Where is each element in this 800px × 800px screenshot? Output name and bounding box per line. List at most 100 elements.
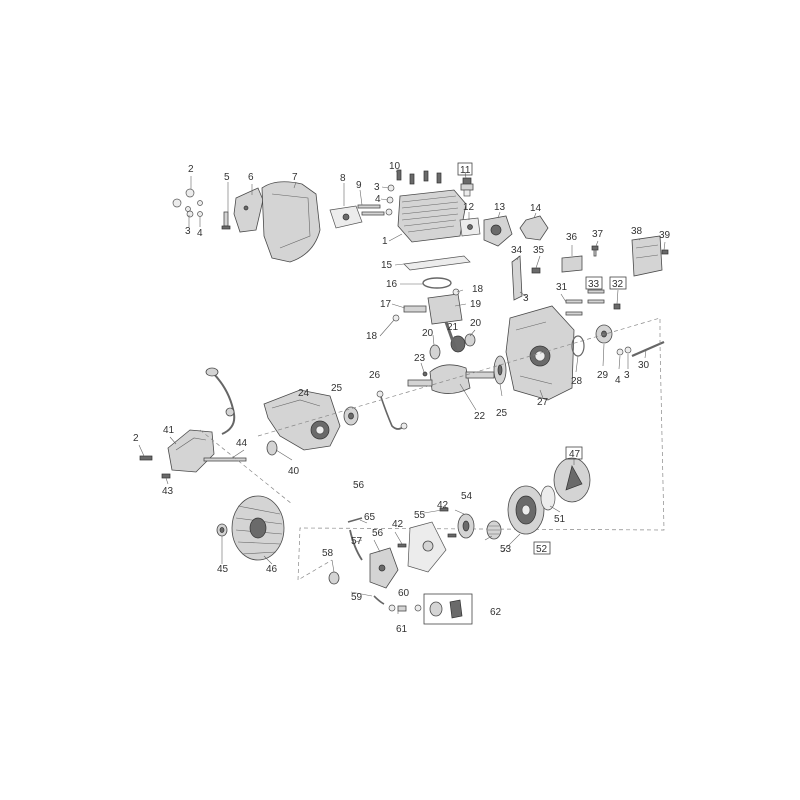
part-handle-41 <box>167 429 215 473</box>
callout-label: 4 <box>375 194 381 205</box>
callout-label: 7 <box>292 172 298 183</box>
callout-label: 51 <box>554 514 566 525</box>
part-cable-26 <box>376 390 408 430</box>
callout-label: 11 <box>460 165 471 176</box>
callout-label: 25 <box>496 408 508 419</box>
callout-label: 6 <box>248 172 254 183</box>
box-callout-52 <box>533 541 551 555</box>
callout-label: 10 <box>389 161 401 172</box>
part-screw-2-left <box>139 455 153 461</box>
callout-label: 57 <box>351 536 363 547</box>
callout-label: 42 <box>392 519 404 530</box>
callout-label: 16 <box>386 279 398 290</box>
part-intake-13 <box>483 215 513 247</box>
part-rod-44 <box>203 457 247 462</box>
callout-label: 26 <box>369 370 381 381</box>
callout-label: 3 <box>624 370 630 381</box>
part-clip-34 <box>511 255 523 301</box>
callout-label: 47 <box>569 449 581 460</box>
callout-label: 1 <box>382 236 388 247</box>
part-hose-59 <box>373 595 385 605</box>
callout-label: 65 <box>364 512 376 523</box>
part-nuts-4-3-right <box>616 346 632 356</box>
callout-label: 56 <box>372 528 384 539</box>
callout-label: 4 <box>197 228 203 239</box>
callout-label: 43 <box>162 486 174 497</box>
callout-label: 20 <box>470 318 482 329</box>
callout-label: 4 <box>615 375 621 386</box>
part-flywheel-46 <box>231 495 285 561</box>
part-plate-38 <box>631 235 663 277</box>
callout-label: 60 <box>398 588 410 599</box>
part-piston-19 <box>427 293 463 325</box>
part-ring-16 <box>422 277 452 289</box>
part-bracket-6 <box>233 187 264 233</box>
callout-label: 53 <box>500 544 512 555</box>
callout-label: 25 <box>331 383 343 394</box>
part-carburetor-24 <box>263 389 341 451</box>
assembly-dash-line-2 <box>199 429 293 505</box>
callout-label: 29 <box>597 370 609 381</box>
callout-label: 30 <box>638 360 650 371</box>
callout-label: 46 <box>266 564 278 575</box>
callout-label: 34 <box>511 245 523 256</box>
callout-label: 39 <box>659 230 671 241</box>
callout-label: 33 <box>588 279 600 290</box>
part-gasket-15 <box>403 255 471 271</box>
part-hose-57 <box>349 529 363 561</box>
callout-label: 15 <box>381 260 393 271</box>
part-screw-5 <box>221 211 231 230</box>
callout-label: 27 <box>537 397 549 408</box>
box-callout-33 <box>585 276 603 290</box>
callout-label: 56 <box>353 480 365 491</box>
part-seal-25-right <box>493 355 507 385</box>
part-screw-39 <box>661 249 669 255</box>
assembly-dash-line <box>257 317 665 581</box>
callout-label: 8 <box>340 173 346 184</box>
callout-label: 38 <box>631 226 643 237</box>
part-cover-55 <box>407 521 447 573</box>
part-screw-32 <box>613 303 621 310</box>
part-washer-29 <box>595 324 613 344</box>
callout-label: 12 <box>463 202 475 213</box>
callout-label: 5 <box>224 172 230 183</box>
callout-label: 61 <box>396 624 408 635</box>
callout-label: 31 <box>556 282 568 293</box>
part-nut-45 <box>216 523 228 537</box>
callout-label: 19 <box>470 299 482 310</box>
part-clips-18 <box>392 288 460 322</box>
part-oil-pump-56 <box>369 547 399 589</box>
part-gasket-12 <box>459 217 481 237</box>
part-spark-plug-11 <box>460 177 474 197</box>
part-crankshaft-22 <box>407 321 495 394</box>
part-cylinder-1 <box>397 189 467 243</box>
part-washers-2-3-4 <box>172 188 203 218</box>
callout-label: 20 <box>422 328 434 339</box>
callout-label: 42 <box>437 500 449 511</box>
callout-label: 45 <box>217 564 229 575</box>
callout-label: 17 <box>380 299 392 310</box>
part-bearing-53 <box>486 520 502 540</box>
part-filter-14 <box>519 215 549 241</box>
callout-label: 37 <box>592 229 604 240</box>
callout-label: 23 <box>414 353 426 364</box>
callout-label: 58 <box>322 548 334 559</box>
part-bolts-9 <box>357 204 385 216</box>
part-pin-17 <box>403 305 427 313</box>
part-bearings-20-21 <box>429 333 476 360</box>
part-cover-7 <box>261 181 321 263</box>
part-plate-36 <box>561 255 583 273</box>
part-gasket-8 <box>329 205 363 229</box>
callout-label: 62 <box>490 607 502 618</box>
part-spring-30 <box>631 340 665 358</box>
callout-label: 18 <box>472 284 484 295</box>
callout-label: 18 <box>366 331 378 342</box>
callout-label: 52 <box>536 544 548 555</box>
callout-label: 21 <box>447 322 459 333</box>
part-spring-65 <box>347 517 363 523</box>
part-washer-58 <box>328 571 340 585</box>
callout-label: 13 <box>494 202 506 213</box>
callout-label: 32 <box>612 279 624 290</box>
